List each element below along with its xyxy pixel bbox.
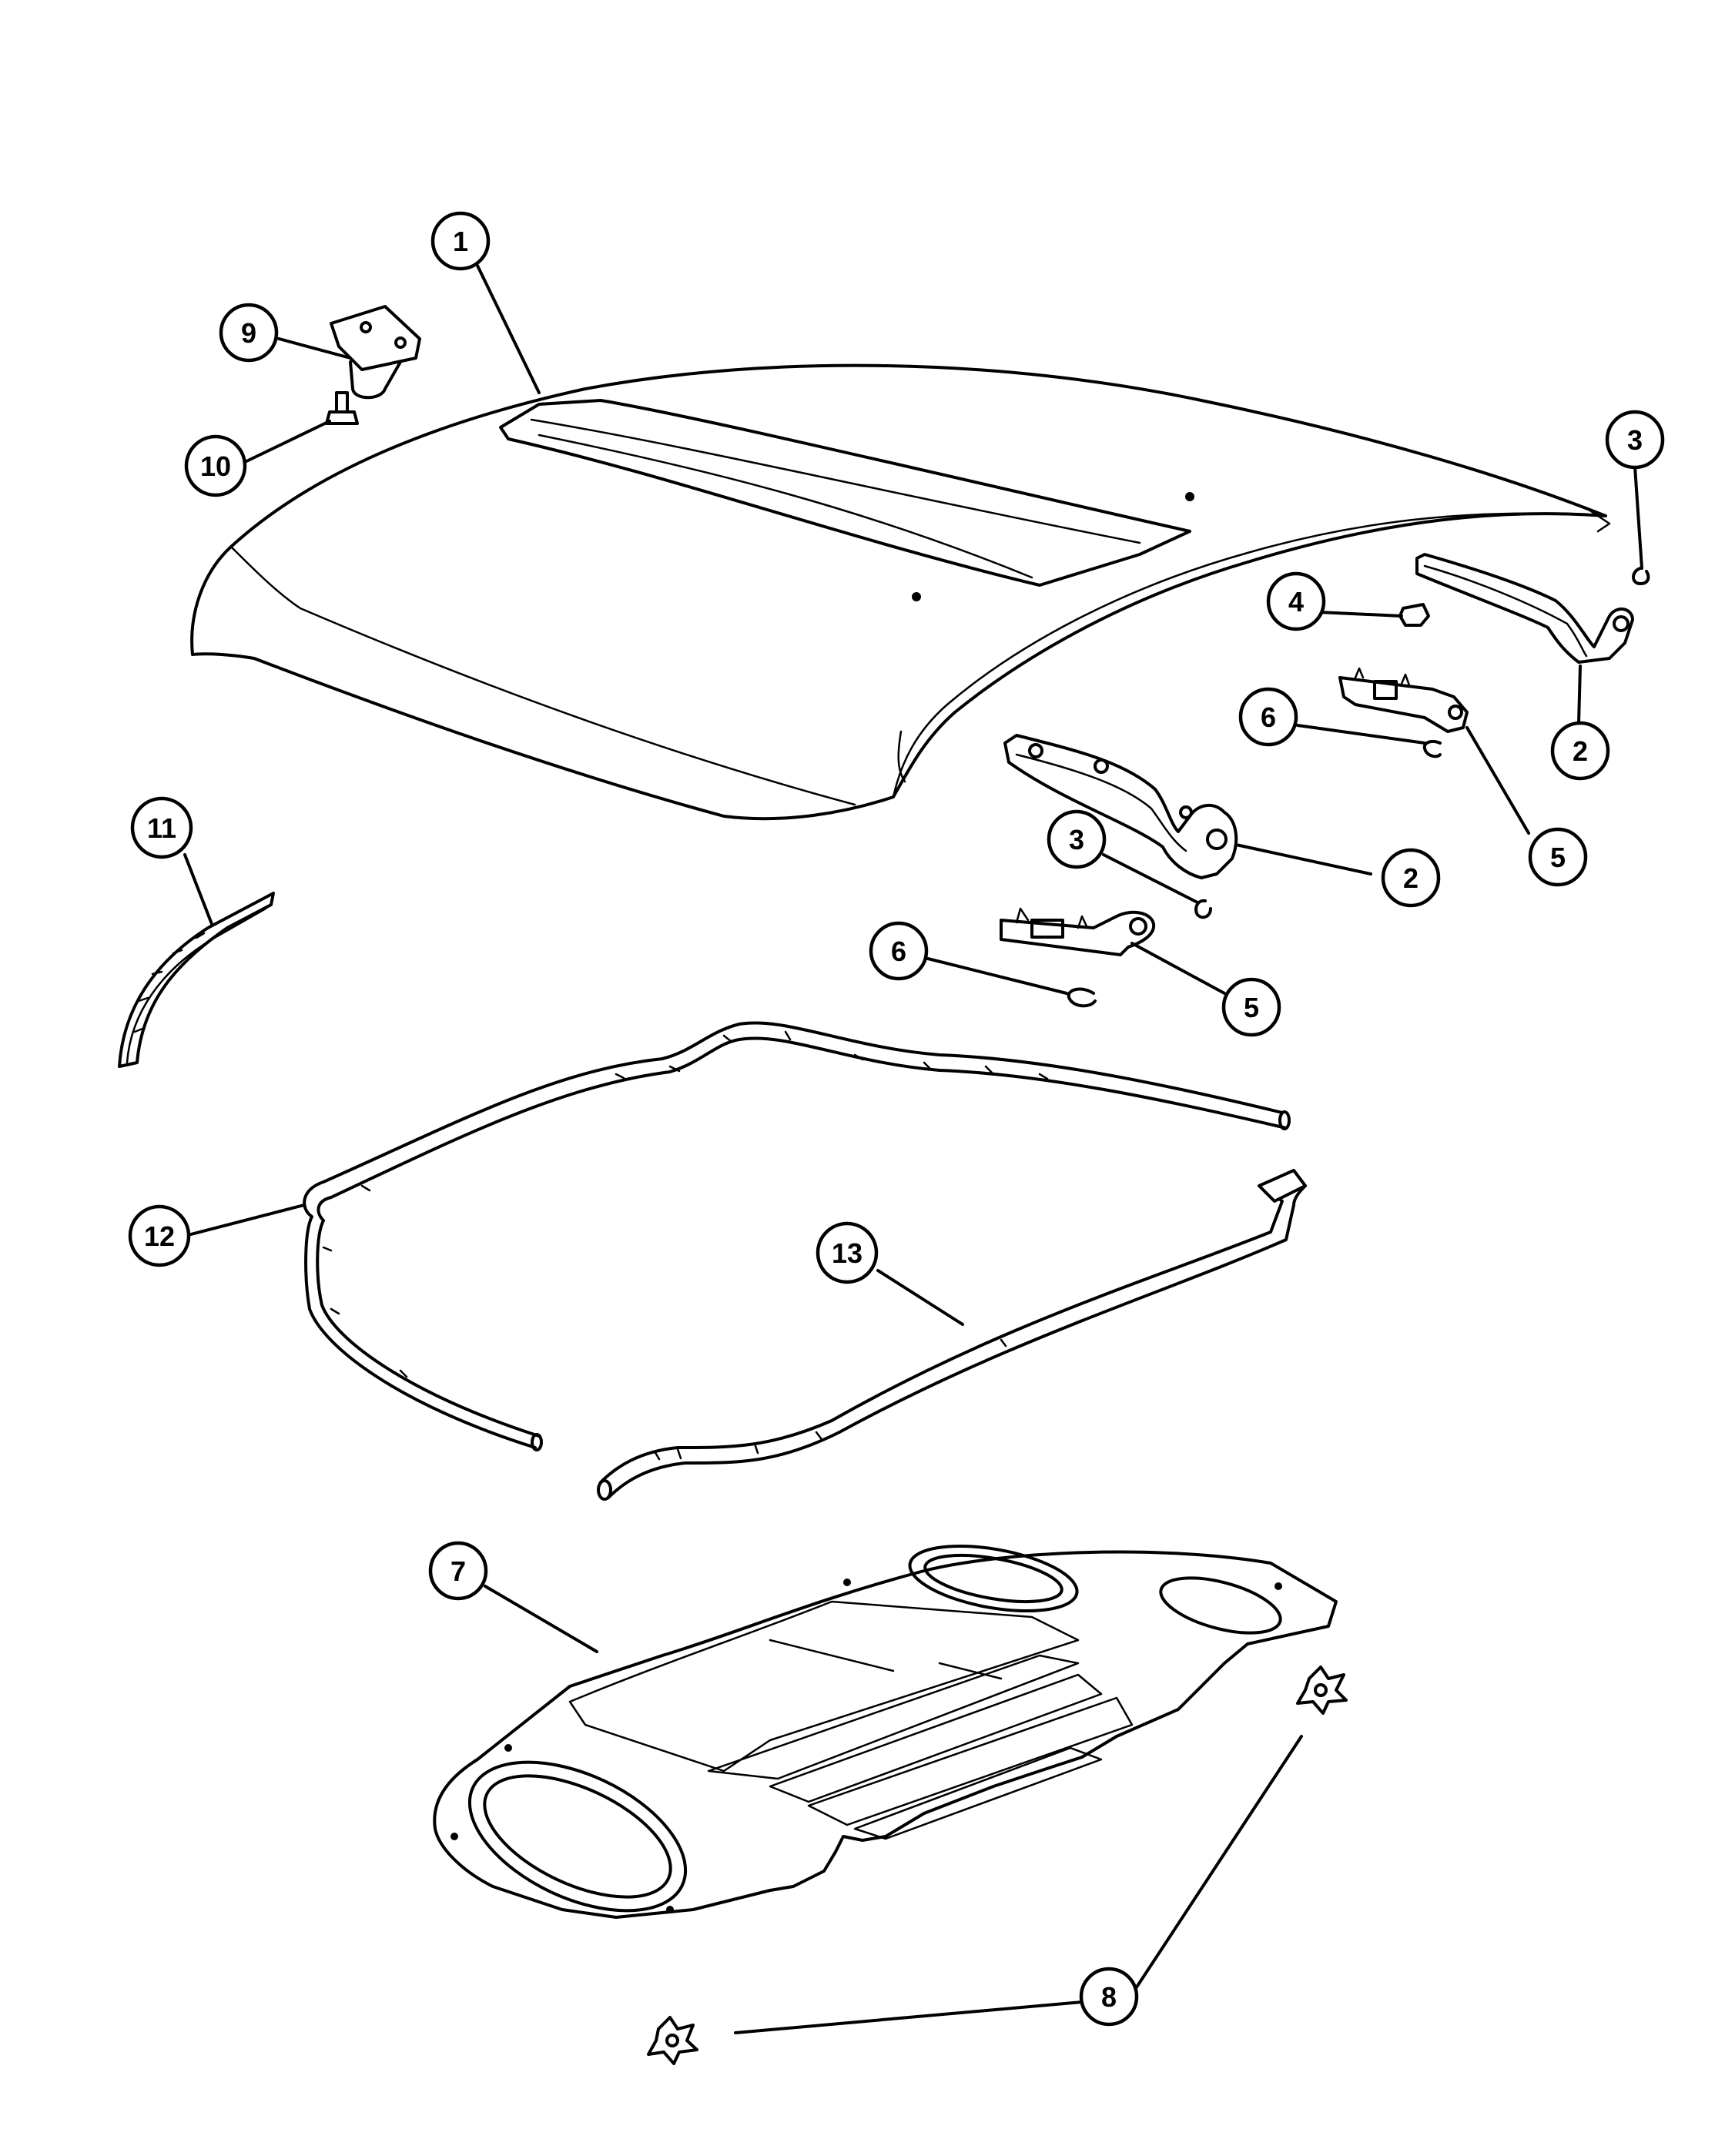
retainer-clip-bottom <box>647 2016 698 2065</box>
callout-2-lower: 2 <box>1381 848 1441 908</box>
insulator-hole <box>504 1744 512 1752</box>
hood-insulator <box>433 1544 1338 1919</box>
callout-7: 7 <box>428 1541 488 1601</box>
callout-5-upper: 5 <box>1528 827 1588 887</box>
hinge-arm-upper <box>1415 553 1634 664</box>
c-clip-lower <box>1067 987 1097 1008</box>
insulator-hole <box>843 1578 851 1586</box>
weatherstrip-piece <box>118 892 275 1068</box>
hood-hole <box>1185 492 1194 501</box>
svg-text:4: 4 <box>1288 586 1304 618</box>
c-clip-upper <box>1422 740 1442 758</box>
retainer-clip-right <box>1296 1666 1348 1715</box>
bolt <box>325 391 359 425</box>
callout-1: 1 <box>430 211 491 271</box>
insulator-hole <box>666 1906 674 1913</box>
callout-6-upper: 6 <box>1238 687 1298 747</box>
svg-text:12: 12 <box>144 1220 175 1252</box>
callout-8: 8 <box>1079 1967 1139 2027</box>
svg-text:5: 5 <box>1550 842 1566 873</box>
svg-text:6: 6 <box>891 936 906 967</box>
hinge-clip-lower <box>1194 899 1212 919</box>
seal-hose <box>597 1169 1307 1501</box>
callout-10: 10 <box>184 434 247 497</box>
svg-text:3: 3 <box>1627 424 1643 456</box>
leader-lines <box>183 264 1643 2034</box>
callout-9: 9 <box>219 303 279 363</box>
insulator-hole <box>451 1833 458 1840</box>
svg-text:9: 9 <box>241 317 256 349</box>
callout-3-upper: 3 <box>1605 410 1665 470</box>
svg-text:3: 3 <box>1069 824 1084 855</box>
svg-text:5: 5 <box>1244 992 1259 1023</box>
callout-4: 4 <box>1266 571 1326 631</box>
callout-11: 11 <box>130 796 193 859</box>
callout-6-lower: 6 <box>869 921 929 981</box>
hinge-plate-upper <box>1338 667 1469 733</box>
callout-3-lower: 3 <box>1047 809 1107 869</box>
hood-panel <box>190 363 1611 821</box>
insulator-hole <box>1274 1582 1282 1590</box>
hinge-plate-lower <box>1000 907 1156 956</box>
hood-bracket <box>330 305 421 400</box>
svg-text:6: 6 <box>1261 701 1276 733</box>
svg-text:1: 1 <box>453 226 468 257</box>
hinge-clip-upper <box>1632 567 1650 585</box>
svg-text:10: 10 <box>200 450 231 482</box>
svg-text:2: 2 <box>1403 862 1419 894</box>
callout-5-lower: 5 <box>1221 977 1281 1037</box>
hood-seal <box>303 1021 1291 1451</box>
svg-text:11: 11 <box>147 812 176 844</box>
svg-text:8: 8 <box>1101 1981 1117 2013</box>
hinge-arm-lower <box>1003 734 1238 879</box>
nut <box>1398 603 1430 627</box>
callout-13: 13 <box>816 1221 879 1284</box>
callout-2-upper: 2 <box>1550 721 1610 781</box>
svg-text:13: 13 <box>832 1237 862 1269</box>
svg-text:2: 2 <box>1573 735 1588 767</box>
callout-12: 12 <box>128 1204 191 1267</box>
hood-hole <box>912 592 921 601</box>
svg-text:7: 7 <box>451 1555 466 1587</box>
